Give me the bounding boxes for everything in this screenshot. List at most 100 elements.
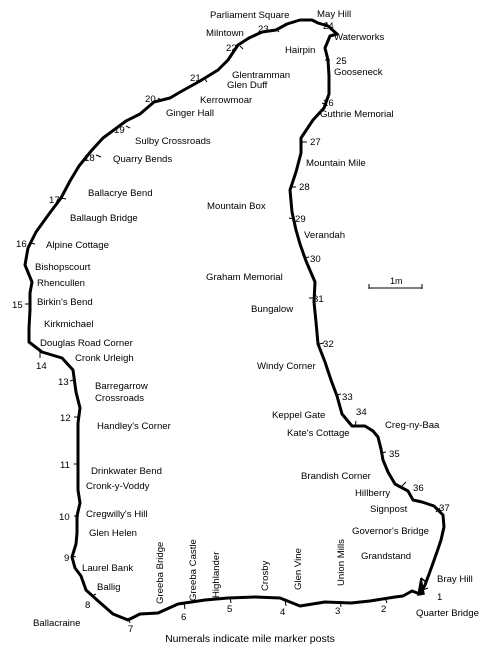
mile-marker-26: 26 xyxy=(323,98,334,109)
place-label-glentramman: Glentramman xyxy=(232,70,290,81)
mile-marker-16: 16 xyxy=(16,239,27,250)
place-label-kirkmichael: Kirkmichael xyxy=(44,319,94,330)
place-label-milntown: Milntown xyxy=(206,28,244,39)
scale-bar: 1m xyxy=(368,276,423,289)
mile-marker-24: 24 xyxy=(323,21,334,32)
place-label-barregarrow: Barregarrow xyxy=(95,381,148,392)
place-label-signpost: Signpost xyxy=(370,504,408,515)
place-label-quarter-bridge: Quarter Bridge xyxy=(416,608,479,619)
place-label-hairpin: Hairpin xyxy=(285,45,315,56)
mile-marker-14: 14 xyxy=(36,361,47,372)
place-label-keppel-gate: Keppel Gate xyxy=(272,410,325,421)
mile-marker-23: 23 xyxy=(258,24,269,35)
mile-marker-8: 8 xyxy=(85,600,90,611)
place-label-kates-cottage: Kate's Cottage xyxy=(287,428,350,439)
place-label-mountain-mile: Mountain Mile xyxy=(306,158,366,169)
place-label-birkins-bend: Birkin's Bend xyxy=(37,297,93,308)
place-labels: Parliament Square May Hill Milntown Wate… xyxy=(33,9,479,629)
place-label-ballaugh-bridge: Ballaugh Bridge xyxy=(70,213,138,224)
place-label-parliament-square: Parliament Square xyxy=(210,10,289,21)
place-label-cronk-y-voddy: Cronk-y-Voddy xyxy=(86,481,150,492)
mile-marker-25: 25 xyxy=(336,56,347,67)
mile-marker-ticks xyxy=(25,21,441,624)
place-label-barregarrow-crossroads: Crossroads xyxy=(95,393,144,404)
place-label-handleys-corner: Handley's Corner xyxy=(97,421,172,432)
scale-bar-label: 1m xyxy=(390,276,403,286)
place-label-brandish-corner: Brandish Corner xyxy=(301,471,372,482)
mile-marker-18: 18 xyxy=(84,153,95,164)
place-label-governors-bridge: Governor's Bridge xyxy=(352,526,429,537)
mile-marker-20: 20 xyxy=(145,94,156,105)
place-label-cronk-urleigh: Cronk Urleigh xyxy=(75,353,134,364)
place-label-waterworks: Waterworks xyxy=(334,32,384,43)
mile-marker-34: 34 xyxy=(356,407,367,418)
mile-marker-13: 13 xyxy=(58,377,69,388)
place-label-grandstand: Grandstand xyxy=(361,551,411,562)
place-label-sulby-crossroads: Sulby Crossroads xyxy=(135,136,211,147)
mile-marker-11: 11 xyxy=(60,460,70,471)
mile-marker-37: 37 xyxy=(439,503,450,514)
place-label-crosby: Crosby xyxy=(260,560,271,591)
mile-marker-numerals: 1 2 3 4 5 6 7 8 9 10 11 12 13 14 15 16 1… xyxy=(12,21,450,635)
mile-marker-4: 4 xyxy=(280,607,286,618)
place-label-gooseneck: Gooseneck xyxy=(334,67,383,78)
place-label-glen-vine: Glen Vine xyxy=(293,548,304,590)
place-label-creg-ny-baa: Creg-ny-Baa xyxy=(385,420,440,431)
place-label-glen-helen: Glen Helen xyxy=(89,528,137,539)
place-label-kerrowmoar: Kerrowmoar xyxy=(200,95,253,106)
place-label-windy-corner: Windy Corner xyxy=(257,361,316,372)
map-caption: Numerals indicate mile marker posts xyxy=(165,633,335,645)
mile-marker-1: 1 xyxy=(437,592,442,603)
mile-marker-7: 7 xyxy=(128,624,133,635)
mile-marker-35: 35 xyxy=(389,449,400,460)
place-label-highlander: Highlander xyxy=(211,551,222,598)
place-label-ballacraine: Ballacraine xyxy=(33,618,80,629)
mile-marker-5: 5 xyxy=(227,604,232,615)
place-label-graham-memorial: Graham Memorial xyxy=(206,272,283,283)
place-label-bishopscourt: Bishopscourt xyxy=(35,262,91,273)
place-label-mountain-box: Mountain Box xyxy=(207,201,266,212)
place-label-ballig: Ballig xyxy=(97,582,120,593)
place-label-bungalow: Bungalow xyxy=(251,304,293,315)
place-label-alpine-cottage: Alpine Cottage xyxy=(46,240,109,251)
place-label-rhencullen: Rhencullen xyxy=(37,278,85,289)
place-label-glen-duff: Glen Duff xyxy=(227,80,268,91)
place-label-verandah: Verandah xyxy=(304,230,345,241)
mile-marker-17: 17 xyxy=(49,195,60,206)
mile-marker-32: 32 xyxy=(323,339,334,350)
place-label-bray-hill: Bray Hill xyxy=(437,574,473,585)
place-label-ginger-hall: Ginger Hall xyxy=(166,108,214,119)
mile-marker-27: 27 xyxy=(310,137,321,148)
mile-marker-31: 31 xyxy=(313,294,324,305)
mile-marker-10: 10 xyxy=(59,512,70,523)
mile-marker-28: 28 xyxy=(299,182,310,193)
course-road xyxy=(23,18,446,622)
mile-marker-33: 33 xyxy=(342,392,353,403)
mile-marker-15: 15 xyxy=(12,300,23,311)
place-label-drinkwater-bend: Drinkwater Bend xyxy=(91,466,162,477)
mile-marker-36: 36 xyxy=(413,483,424,494)
place-label-guthrie-memorial: Guthrie Memorial xyxy=(320,109,394,120)
place-label-douglas-road-corner: Douglas Road Corner xyxy=(40,338,134,349)
place-label-union-mills: Union Mills xyxy=(336,539,347,586)
mile-marker-30: 30 xyxy=(310,254,321,265)
mile-marker-9: 9 xyxy=(64,553,69,564)
mile-marker-3: 3 xyxy=(335,606,340,617)
place-label-cregwillys-hill: Cregwilly's Hill xyxy=(86,509,148,520)
place-label-greeba-bridge: Greeba Bridge xyxy=(155,542,166,604)
place-label-laurel-bank: Laurel Bank xyxy=(82,563,133,574)
place-label-greeba-castle: Greeba Castle xyxy=(188,539,199,601)
mile-marker-19: 19 xyxy=(114,125,125,136)
vertical-place-labels: Greeba Bridge Greeba Castle Highlander C… xyxy=(155,539,347,604)
mile-marker-12: 12 xyxy=(60,413,71,424)
mile-marker-29: 29 xyxy=(295,214,306,225)
place-label-may-hill: May Hill xyxy=(317,9,351,20)
place-label-hillberry: Hillberry xyxy=(355,488,390,499)
mile-marker-6: 6 xyxy=(181,612,186,623)
mile-marker-2: 2 xyxy=(381,604,386,615)
mile-marker-22: 22 xyxy=(226,43,237,54)
place-label-ballacrye-bend: Ballacrye Bend xyxy=(88,188,153,199)
mile-marker-21: 21 xyxy=(190,73,201,84)
